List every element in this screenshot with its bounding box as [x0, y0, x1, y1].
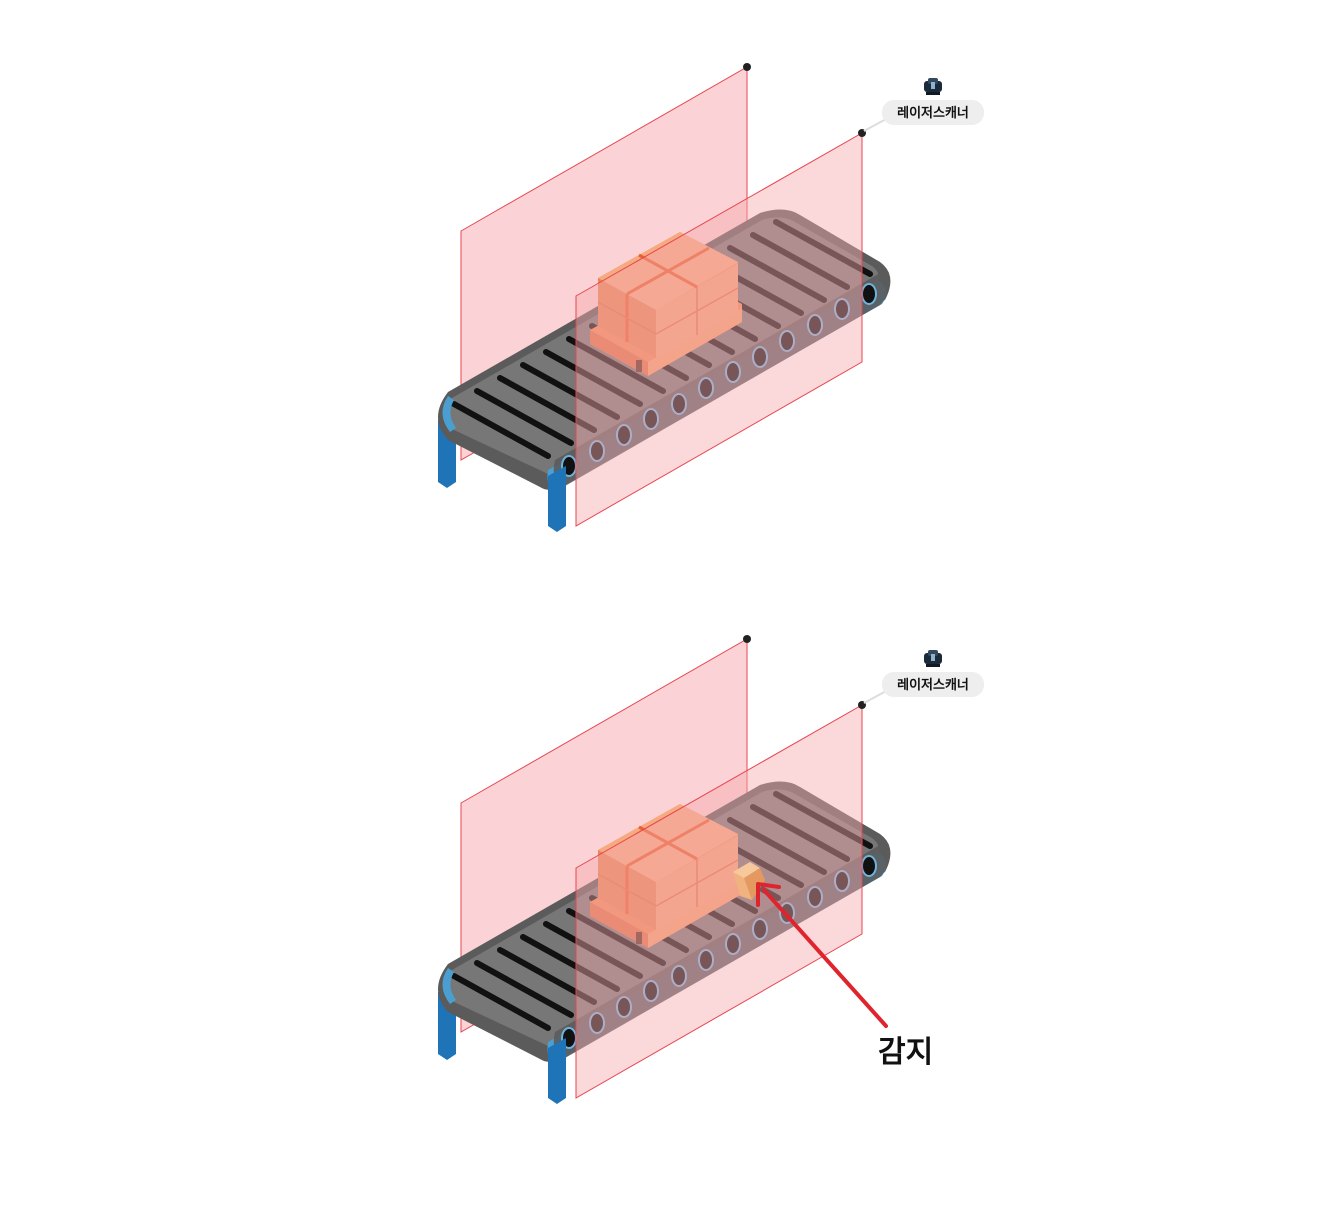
panel-detection-state: 레이저스캐너 감지 — [438, 635, 984, 1104]
panel-normal-state: 레이저스캐너 — [438, 63, 984, 532]
detection-arrow — [756, 882, 888, 1028]
scanner-label: 레이저스캐너 — [897, 677, 969, 693]
laser-scanner-icon — [924, 78, 942, 95]
scanner-label-pill — [882, 100, 984, 125]
detection-label: 감지 — [878, 1035, 933, 1070]
scanner-label-pill — [882, 672, 984, 697]
laser-scanner-icon — [924, 650, 942, 667]
scanner-label: 레이저스캐너 — [897, 105, 969, 121]
